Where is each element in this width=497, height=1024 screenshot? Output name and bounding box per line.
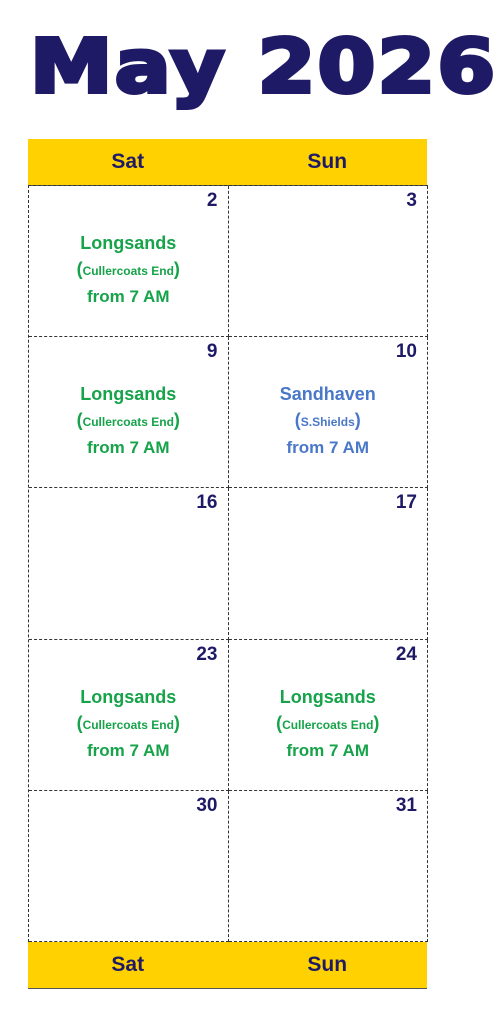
event-location: Cullercoats End bbox=[82, 415, 174, 430]
day-header-bottom: Sat Sun bbox=[28, 942, 427, 989]
event-name: Longsands bbox=[80, 233, 177, 253]
event-time: from 7 AM bbox=[87, 438, 170, 458]
event-time: from 7 AM bbox=[286, 438, 370, 458]
day-number: 9 bbox=[206, 341, 218, 363]
calendar-grid: 2 Longsands (Cullercoats End) from 7 AM … bbox=[28, 185, 428, 942]
event-time: from 7 AM bbox=[87, 287, 170, 306]
day-number: 17 bbox=[395, 492, 417, 514]
event-name: Longsands bbox=[80, 686, 177, 707]
day-cell: 31 bbox=[228, 790, 428, 942]
day-cell: 17 bbox=[228, 488, 428, 640]
day-header-sun: Sun bbox=[307, 150, 348, 173]
day-cell: 23 Longsands (Cullercoats End) from 7 AM bbox=[29, 639, 229, 791]
event: Longsands (Cullercoats End) from 7 AM bbox=[29, 230, 228, 310]
day-cell: 16 bbox=[29, 488, 229, 640]
day-number: 31 bbox=[395, 794, 417, 816]
event-location: Cullercoats End bbox=[82, 264, 174, 278]
event: Longsands (Cullercoats End) from 7 AM bbox=[29, 684, 228, 764]
event-time: from 7 AM bbox=[87, 740, 170, 760]
event: Longsands (Cullercoats End) from 7 AM bbox=[229, 684, 428, 764]
day-number: 24 bbox=[395, 643, 417, 665]
day-number: 23 bbox=[196, 643, 218, 665]
event-name: Sandhaven bbox=[279, 384, 376, 405]
day-header-sat: Sat bbox=[111, 953, 145, 976]
day-cell: 3 bbox=[228, 186, 428, 338]
event-location: S.Shields bbox=[300, 415, 355, 430]
day-number: 30 bbox=[196, 794, 218, 816]
day-cell: 10 Sandhaven (S.Shields) from 7 AM bbox=[228, 337, 428, 489]
day-number: 16 bbox=[196, 492, 218, 514]
day-number: 2 bbox=[206, 190, 218, 211]
event-time: from 7 AM bbox=[286, 740, 370, 760]
day-cell: 24 Longsands (Cullercoats End) from 7 AM bbox=[228, 639, 428, 791]
event-name: Longsands bbox=[80, 384, 177, 405]
day-cell: 2 Longsands (Cullercoats End) from 7 AM bbox=[29, 186, 229, 338]
event: Longsands (Cullercoats End) from 7 AM bbox=[29, 381, 228, 461]
day-number: 10 bbox=[395, 341, 417, 363]
day-cell: 30 bbox=[29, 790, 229, 942]
page-title: May 2026 bbox=[28, 22, 497, 112]
day-cell: 9 Longsands (Cullercoats End) from 7 AM bbox=[29, 337, 229, 489]
event-location: Cullercoats End bbox=[82, 717, 174, 732]
event-location: Cullercoats End bbox=[282, 717, 374, 732]
event-name: Longsands bbox=[279, 686, 376, 707]
day-header-sat: Sat bbox=[111, 150, 145, 173]
event: Sandhaven (S.Shields) from 7 AM bbox=[229, 381, 428, 461]
day-number: 3 bbox=[406, 190, 417, 211]
day-header-sun: Sun bbox=[307, 953, 348, 976]
day-header-top: Sat Sun bbox=[28, 139, 427, 186]
